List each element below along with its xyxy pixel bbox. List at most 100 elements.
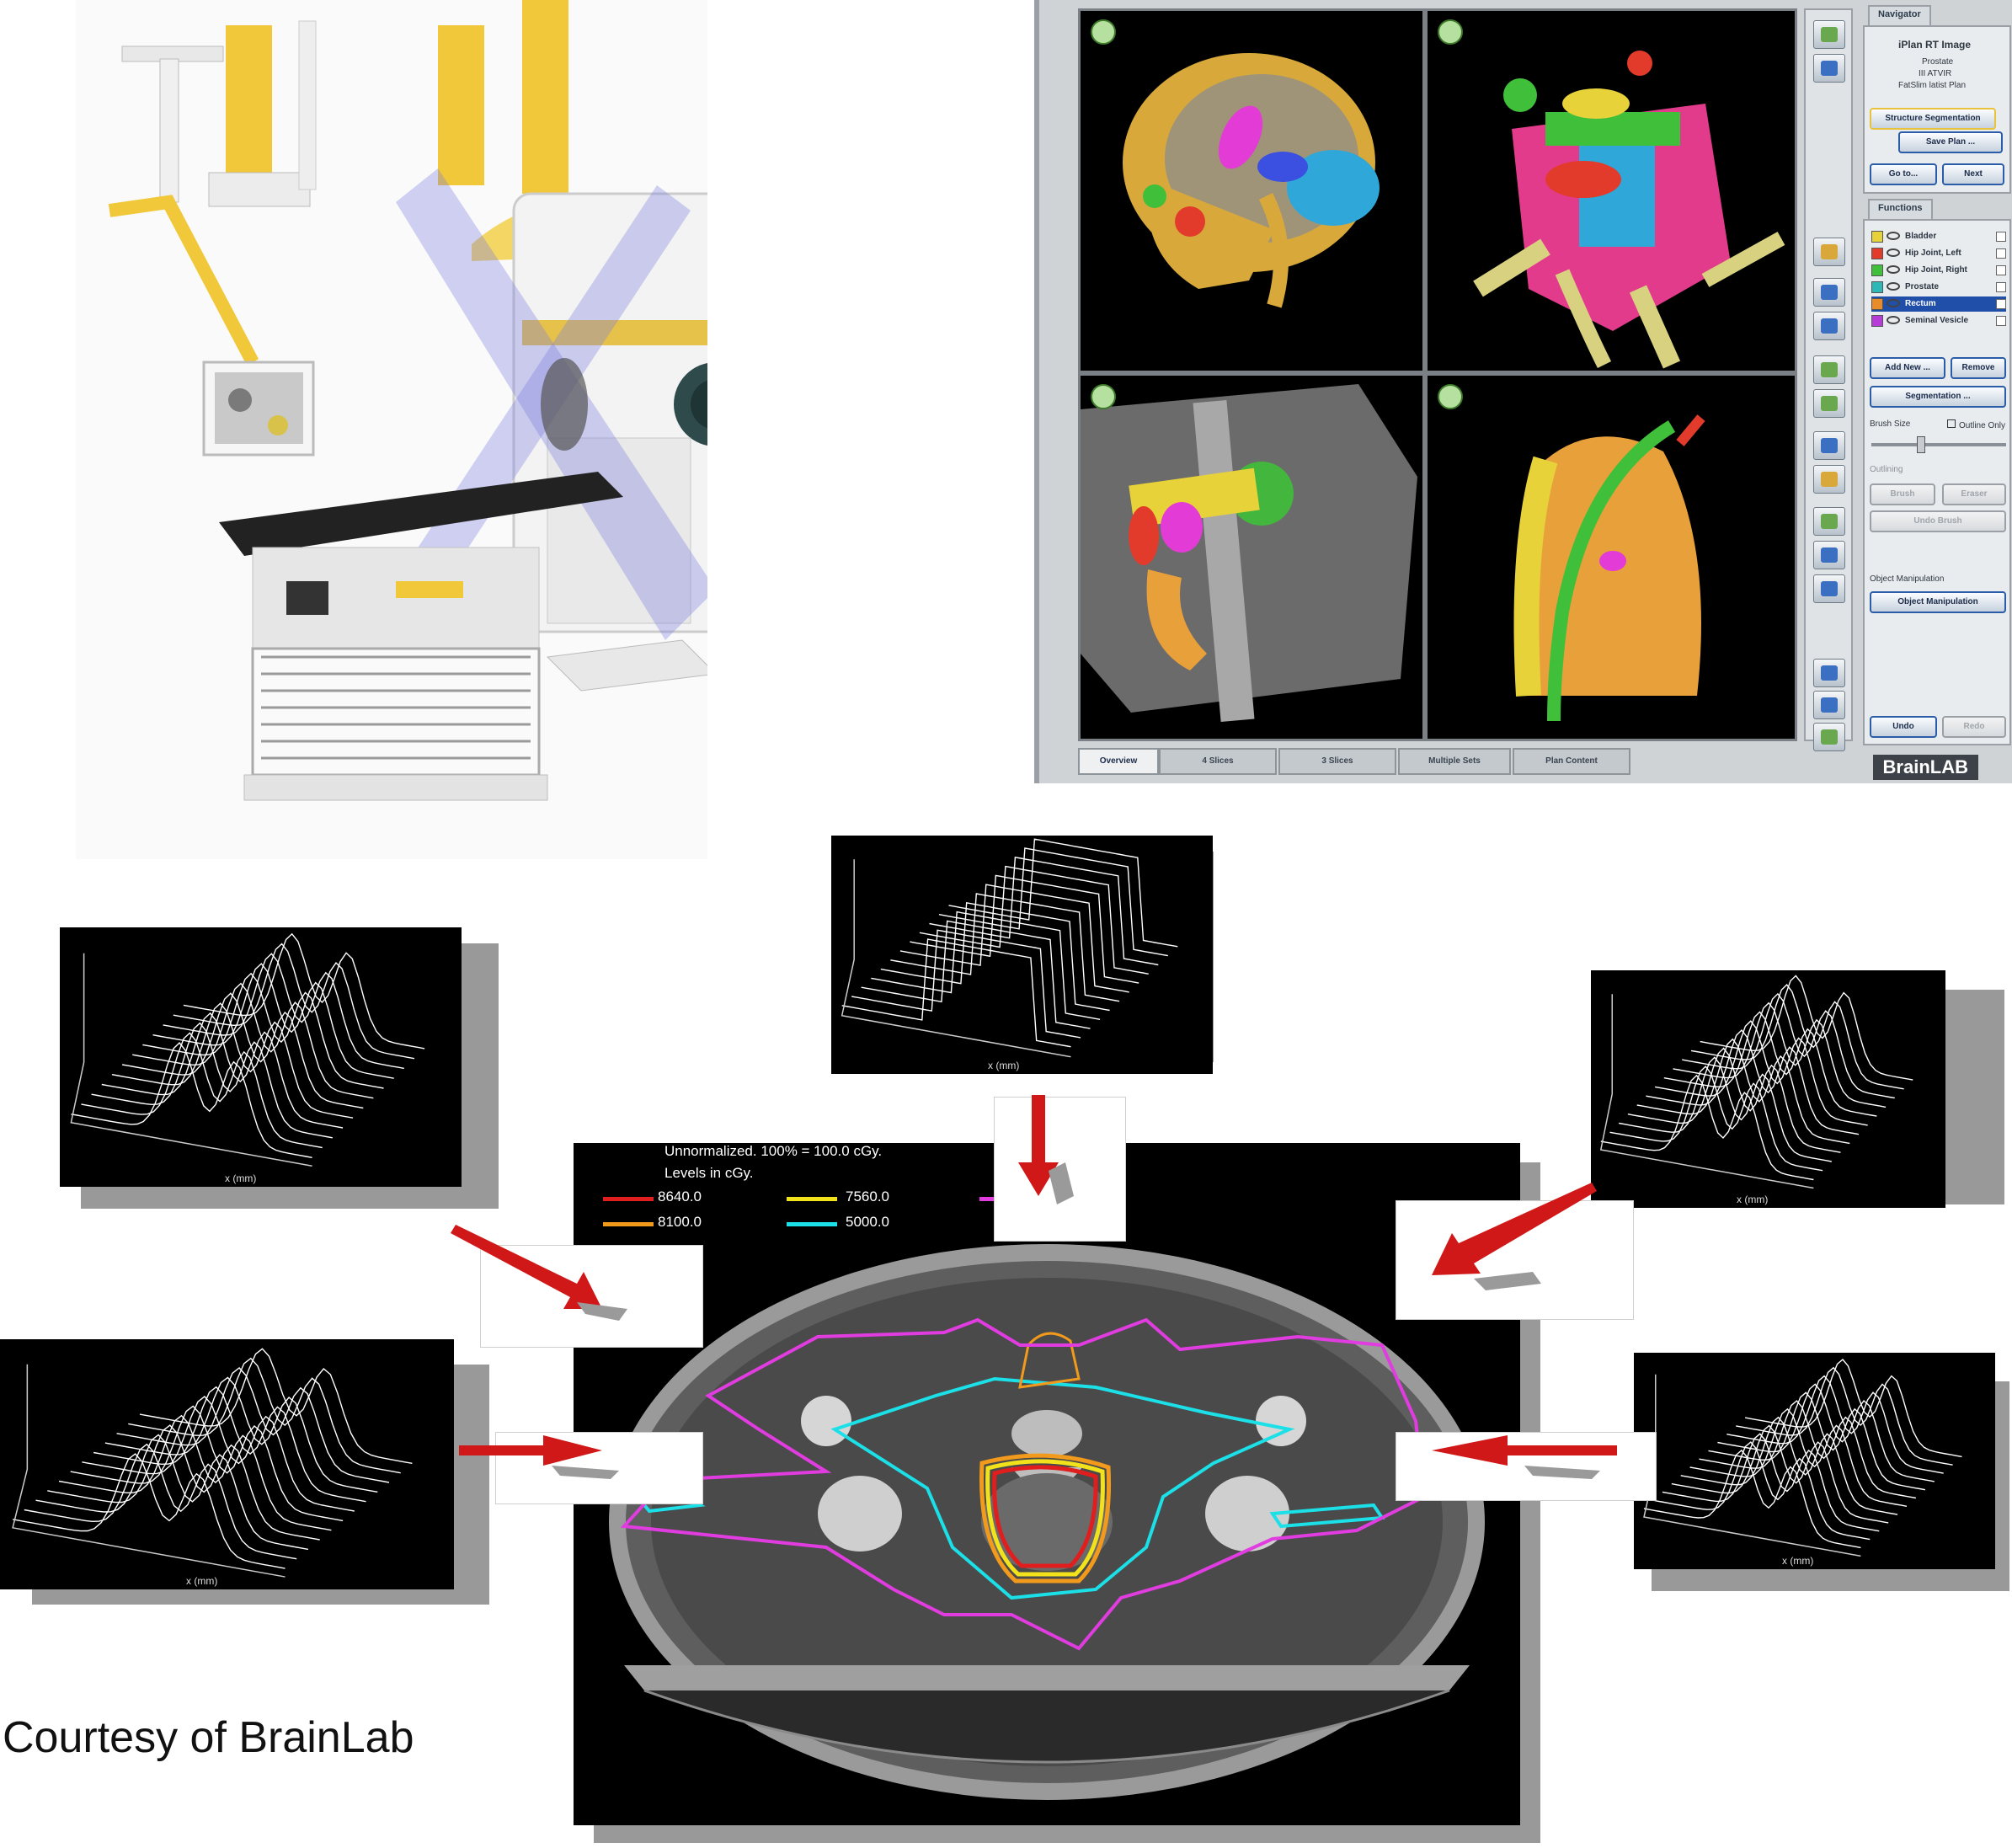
organ-checkbox[interactable] [1996, 316, 2006, 326]
dose-profile-top: x (mm) [831, 836, 1213, 1074]
profile-line [1663, 1011, 1877, 1117]
organ-checkbox[interactable] [1996, 282, 2006, 292]
tool-button[interactable] [1813, 465, 1845, 494]
undo-button[interactable]: Undo [1870, 716, 1937, 738]
viewport-skull-3d[interactable] [1078, 8, 1425, 373]
eye-icon[interactable] [1887, 248, 1900, 257]
legend-line-magenta [979, 1197, 996, 1201]
brush-size-slider[interactable] [1871, 436, 2006, 453]
object-manipulation-button[interactable]: Object Manipulation [1870, 591, 2006, 613]
profile-line [1700, 975, 1913, 1081]
brush-button[interactable]: Brush [1870, 483, 1935, 505]
remove-button[interactable]: Remove [1951, 357, 2006, 379]
goto-button[interactable]: Go to... [1870, 163, 1937, 185]
legend-value-8640: 8640.0 [658, 1188, 702, 1204]
eraser-button[interactable]: Eraser [1942, 483, 2006, 505]
ct-axial-slice [609, 1244, 1485, 1800]
organ-color-swatch [1871, 264, 1883, 276]
outline-only-checkbox[interactable]: Outline Only [1947, 419, 2005, 430]
organ-row[interactable]: Bladder [1871, 229, 2006, 244]
zoom-icon[interactable] [1091, 384, 1116, 409]
linac-illustration [76, 0, 707, 859]
redo-button[interactable]: Redo [1942, 716, 2006, 738]
pelvis-render [1473, 51, 1785, 369]
profile-line [861, 920, 1091, 1029]
viewport-pelvis-3d[interactable] [1425, 8, 1797, 373]
tool-button[interactable] [1813, 54, 1845, 83]
beam-arrow-down [1018, 1095, 1074, 1204]
profile-line [1699, 1400, 1917, 1499]
profile-line [890, 893, 1120, 1002]
tool-button[interactable] [1813, 507, 1845, 536]
profile-line [111, 1002, 354, 1119]
profile-line [910, 874, 1139, 984]
tool-button[interactable] [1813, 238, 1845, 266]
navigator-tab[interactable]: Navigator [1868, 5, 1931, 25]
profile-line [1690, 984, 1904, 1090]
organ-color-swatch [1871, 315, 1883, 327]
organ-checkbox[interactable] [1996, 299, 2006, 309]
profile-line [132, 982, 374, 1099]
organ-row-selected[interactable]: Rectum [1871, 296, 2006, 312]
profile-line [1619, 1056, 1832, 1162]
profile-line [1600, 1074, 1814, 1181]
organ-checkbox[interactable] [1996, 248, 2006, 259]
organ-checkbox[interactable] [1996, 232, 2006, 242]
profile-line [24, 1443, 297, 1560]
organ-row[interactable]: Hip Joint, Right [1871, 263, 2006, 278]
tool-button[interactable] [1813, 278, 1845, 307]
tool-button[interactable] [1813, 355, 1845, 384]
functions-tab[interactable]: Functions [1868, 199, 1933, 219]
eye-icon[interactable] [1887, 232, 1900, 240]
profile-axis-label: x (mm) [988, 1060, 1019, 1071]
zoom-icon[interactable] [1091, 19, 1116, 45]
segmentation-button[interactable]: Segmentation ... [1870, 386, 2006, 408]
save-plan-button[interactable]: Save Plan ... [1898, 131, 2003, 153]
zoom-icon[interactable] [1438, 19, 1463, 45]
tool-button[interactable] [1813, 389, 1845, 418]
profile-line [841, 938, 1071, 1048]
profile-line [938, 847, 1168, 957]
profile-line [1652, 1441, 1871, 1541]
profile-line [91, 1022, 333, 1139]
eye-icon[interactable] [1887, 316, 1900, 324]
planning-software-window: Navigator iPlan RT Image Prostate III AT… [1034, 0, 2012, 783]
ct-dose-distribution: Unnormalized. 100% = 100.0 cGy. Levels i… [574, 1143, 1520, 1825]
add-new-button[interactable]: Add New ... [1870, 357, 1945, 379]
structure-segmentation-step[interactable]: Structure Segmentation [1870, 108, 1996, 130]
profile-line [93, 1386, 366, 1503]
tab-overview[interactable]: Overview [1078, 748, 1159, 775]
profile-line [871, 911, 1101, 1020]
tab-3-slices[interactable]: 3 Slices [1278, 748, 1396, 775]
viewport-ct-slice-3d[interactable] [1078, 373, 1425, 741]
organ-checkbox[interactable] [1996, 265, 2006, 275]
eye-icon[interactable] [1887, 265, 1900, 274]
tool-button[interactable] [1813, 431, 1845, 460]
tool-button[interactable] [1813, 723, 1845, 751]
profile-line [1609, 1065, 1823, 1172]
legend-line-8100 [603, 1222, 654, 1226]
tool-button[interactable] [1813, 20, 1845, 49]
slider-handle[interactable] [1917, 436, 1925, 453]
tool-button[interactable] [1813, 691, 1845, 719]
tab-multiple-sets[interactable]: Multiple Sets [1398, 748, 1511, 775]
undo-brush-button[interactable]: Undo Brush [1870, 510, 2006, 532]
tool-button[interactable] [1813, 574, 1845, 603]
profile-line [1682, 992, 1895, 1099]
tool-button[interactable] [1813, 659, 1845, 687]
zoom-icon[interactable] [1438, 384, 1463, 409]
organ-row[interactable]: Prostate [1871, 280, 2006, 295]
viewport-lung-3d[interactable] [1425, 373, 1797, 741]
tab-4-slices[interactable]: 4 Slices [1159, 748, 1277, 775]
tool-button[interactable] [1813, 312, 1845, 340]
profile-line [35, 1434, 309, 1551]
profile-line [101, 1012, 344, 1129]
organ-row[interactable]: Seminal Vesicle [1871, 313, 2006, 328]
tab-plan-content[interactable]: Plan Content [1513, 748, 1630, 775]
organ-row[interactable]: Hip Joint, Left [1871, 246, 2006, 261]
tool-button[interactable] [1813, 541, 1845, 569]
profile-axes [1599, 994, 1814, 1189]
eye-icon[interactable] [1887, 282, 1900, 291]
eye-icon[interactable] [1887, 299, 1900, 307]
next-button[interactable]: Next [1942, 163, 2004, 185]
